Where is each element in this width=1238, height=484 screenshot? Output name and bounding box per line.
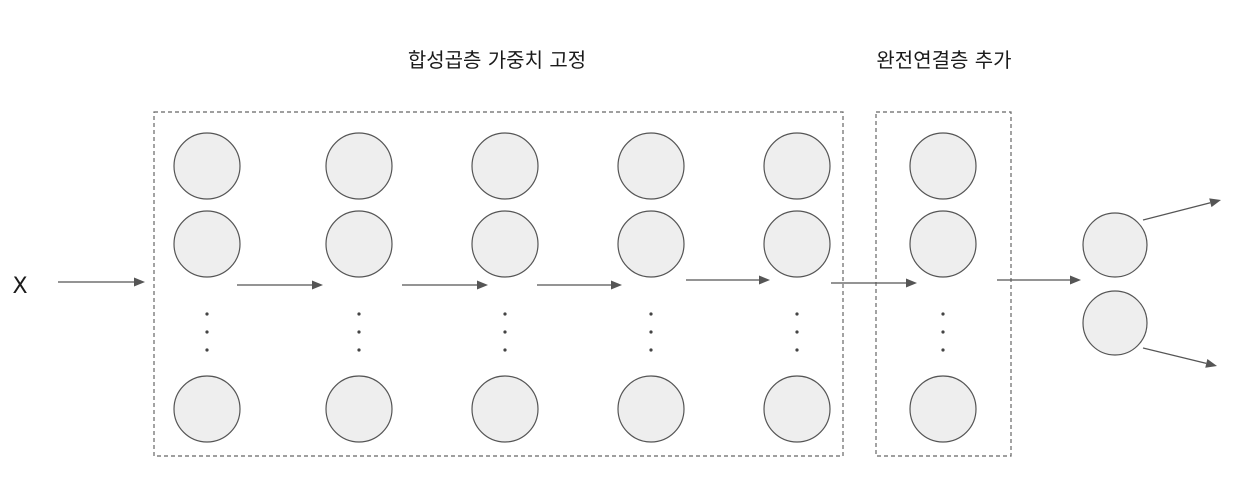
neuron-col6-row1 [909, 132, 977, 200]
neuron-col6-row3 [909, 375, 977, 443]
neuron-col3-row2 [471, 210, 539, 278]
neuron-col1-row2 [173, 210, 241, 278]
ellipsis-dot-col4-3 [649, 348, 653, 352]
ellipsis-dot-col6-1 [941, 312, 945, 316]
label-frozen-conv-layers: 합성곱층 가중치 고정 [408, 48, 586, 72]
flow-arrows [58, 198, 1221, 368]
label-added-fc-layer: 완전연결층 추가 [876, 48, 1011, 72]
ellipsis-dot-col4-2 [649, 330, 653, 334]
fc-layer-group-box [875, 111, 1012, 457]
ellipsis-dot-col5-2 [795, 330, 799, 334]
ellipsis-dot-col4-1 [649, 312, 653, 316]
arrow-layer-2-3 [402, 280, 488, 290]
ellipsis-dot-col5-3 [795, 348, 799, 352]
neuron-columns [173, 132, 977, 443]
neuron-col4-row2 [617, 210, 685, 278]
neuron-col1-row1 [173, 132, 241, 200]
neuron-col3-row3 [471, 375, 539, 443]
ellipsis-dot-col3-1 [503, 312, 507, 316]
ellipsis-dot-col2-1 [357, 312, 361, 316]
ellipsis-dot-col1-2 [205, 330, 209, 334]
arrow-input [58, 277, 145, 287]
ellipsis-dot-col1-1 [205, 312, 209, 316]
arrow-output-1 [1142, 198, 1221, 221]
neuron-col1-row3 [173, 375, 241, 443]
ellipsis-dots [205, 312, 945, 352]
arrow-layer-3-4 [537, 280, 622, 290]
label-input-x: X [12, 274, 27, 299]
neuron-col2-row1 [325, 132, 393, 200]
ellipsis-dot-col6-3 [941, 348, 945, 352]
neuron-col4-row3 [617, 375, 685, 443]
neuron-col3-row1 [471, 132, 539, 200]
ellipsis-dot-col6-2 [941, 330, 945, 334]
ellipsis-dot-col2-2 [357, 330, 361, 334]
ellipsis-dot-col1-3 [205, 348, 209, 352]
neuron-col5-row2 [763, 210, 831, 278]
arrow-fc-output [997, 275, 1081, 285]
frozen-conv-group-box [153, 111, 844, 457]
neuron-col4-row1 [617, 132, 685, 200]
ellipsis-dot-col3-2 [503, 330, 507, 334]
arrow-output-2 [1142, 347, 1217, 368]
ellipsis-dot-col2-3 [357, 348, 361, 352]
ellipsis-dot-col3-3 [503, 348, 507, 352]
arrow-layer-5-fc [831, 278, 917, 288]
ellipsis-dot-col5-1 [795, 312, 799, 316]
neuron-col5-row1 [763, 132, 831, 200]
neuron-col2-row2 [325, 210, 393, 278]
output-neuron-1 [1082, 212, 1148, 278]
neuron-col5-row3 [763, 375, 831, 443]
neuron-col6-row2 [909, 210, 977, 278]
arrow-layer-4-5 [686, 275, 770, 285]
output-neuron-2 [1082, 290, 1148, 356]
neuron-col2-row3 [325, 375, 393, 443]
arrow-layer-1-2 [237, 280, 323, 290]
